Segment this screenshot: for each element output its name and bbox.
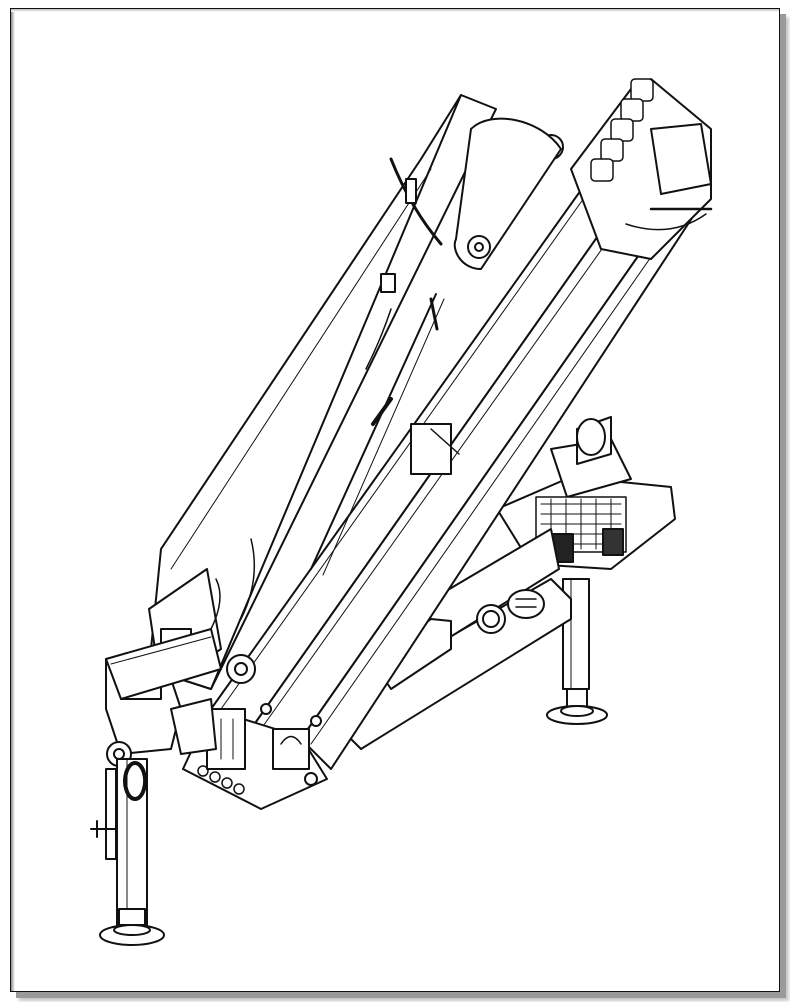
knuckle-link (453, 117, 562, 270)
telescopic-extensions (210, 168, 712, 770)
front-mounting-bracket (105, 628, 222, 755)
crane-icon (90, 78, 713, 946)
boom-hydraulic-cylinder (310, 293, 445, 576)
right-stabilizer-leg (546, 578, 608, 725)
drawing-frame (10, 8, 780, 992)
boom-tip-pulleys (570, 78, 713, 260)
